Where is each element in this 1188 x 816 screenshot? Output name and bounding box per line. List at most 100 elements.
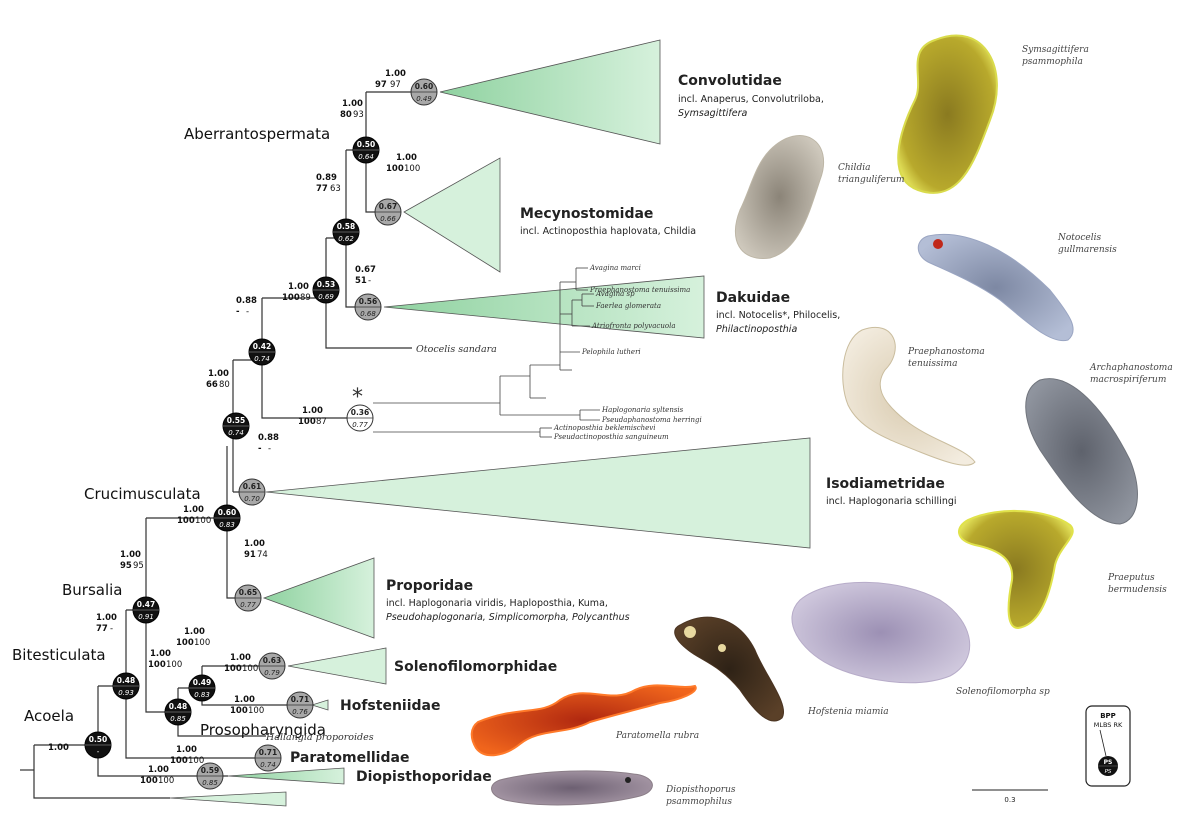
label-crucimusculata: Crucimusculata bbox=[84, 485, 201, 503]
sup-conv-2: 97 bbox=[375, 80, 387, 90]
triangle-isodiametridae bbox=[266, 438, 810, 548]
taxon-small-0: Avagina marci bbox=[589, 264, 641, 272]
sup-mecdak-2: 77 bbox=[316, 184, 328, 194]
caption-praeputus-2: bermudensis bbox=[1108, 585, 1167, 595]
node-iso-top: 0.61 bbox=[243, 482, 262, 491]
sup-six-1: 0.88 bbox=[236, 296, 257, 306]
sup-sol-2: 100 bbox=[224, 664, 242, 674]
sup-cruci-3: 100 bbox=[195, 516, 211, 526]
node-prop-bottom: 0.77 bbox=[240, 601, 256, 609]
taxon-small-5: Pelophila lutheri bbox=[581, 348, 641, 356]
node-solhof-bottom: 0.83 bbox=[194, 691, 210, 699]
node-bitesticulata: 0.48 0.93 bbox=[113, 673, 139, 699]
taxon-small-3: Faerlea glomerata bbox=[595, 302, 661, 310]
caption-praeph-2: tenuissima bbox=[908, 359, 957, 369]
caption-childia-1: Childia bbox=[838, 163, 870, 173]
node-proporidae: 0.65 0.77 bbox=[235, 585, 261, 611]
node-acoela-top: 0.50 bbox=[89, 735, 108, 744]
sup-proso-1: 1.00 bbox=[150, 649, 171, 659]
caption-symsagittifera-1: Symsagittifera bbox=[1022, 45, 1089, 55]
taxon-small-8: Actinoposthia beklemischevi bbox=[553, 424, 655, 432]
sup-dak-3: - bbox=[368, 276, 371, 286]
caption-diopisthoporus-1: Diopisthoporus bbox=[665, 785, 736, 795]
node-mecdak-bottom: 0.62 bbox=[338, 235, 354, 243]
node-mecy-dak: 0.58 0.62 bbox=[333, 219, 359, 245]
sup-hof-2: 100 bbox=[230, 706, 248, 716]
node-seven-bottom: 0.74 bbox=[228, 429, 244, 437]
sup-mecy-1: 1.00 bbox=[396, 153, 417, 163]
node-five-bottom: 0.69 bbox=[318, 293, 334, 301]
support-legend: BPP MLBS RK PS PS bbox=[1086, 706, 1130, 786]
node-prosopharyngida: 0.48 0.85 bbox=[165, 699, 191, 725]
photo-diopisthoporus bbox=[492, 771, 653, 805]
node-seven-top: 0.55 bbox=[227, 416, 246, 425]
sup-iso-3: - bbox=[268, 444, 271, 454]
caption-hofstenia: Hofstenia miamia bbox=[807, 707, 889, 717]
sup-bites-3: - bbox=[110, 624, 113, 634]
caption-praeputus-1: Praeputus bbox=[1107, 573, 1155, 583]
node-six: 0.42 0.74 bbox=[249, 339, 275, 365]
legend-top: PS bbox=[1104, 759, 1113, 766]
caption-notocelis-1: Notocelis bbox=[1057, 233, 1101, 243]
photo-childia bbox=[735, 136, 823, 259]
node-hof-top: 0.71 bbox=[291, 695, 310, 704]
sup-mecdak-3: 63 bbox=[330, 184, 341, 194]
legend-bottom: PS bbox=[1105, 769, 1112, 775]
sup-dak-2: 51 bbox=[355, 276, 367, 286]
node-cruci-bottom: 0.83 bbox=[219, 521, 235, 529]
family-hofsteniidae: Hofsteniidae bbox=[340, 698, 440, 714]
sup-prop-2: 91 bbox=[244, 550, 256, 560]
node-small-bottom: 0.77 bbox=[352, 421, 368, 429]
sup-solhof-1: 1.00 bbox=[184, 627, 205, 637]
sup-burs-3: 95 bbox=[133, 561, 144, 571]
sup-cruci-1: 1.00 bbox=[183, 505, 204, 515]
sup-bites-1: 1.00 bbox=[96, 613, 117, 623]
caption-archaph-1: Archaphanostoma bbox=[1089, 363, 1173, 373]
taxon-hallangia: Hallangia proporoides bbox=[265, 732, 374, 743]
family-mecynostomidae-incl: incl. Actinoposthia haplovata, Childia bbox=[520, 226, 696, 237]
tree-branches bbox=[20, 92, 600, 798]
sup-seven-2: 66 bbox=[206, 380, 218, 390]
sup-six-2: - bbox=[236, 307, 240, 317]
node-burs-bottom: 0.91 bbox=[138, 613, 154, 621]
family-solenofilomorphidae: Solenofilomorphidae bbox=[394, 659, 557, 675]
node-proso-bottom: 0.85 bbox=[170, 715, 186, 723]
taxon-small-7: Pseudaphanostoma herringi bbox=[601, 416, 702, 424]
caption-childia-2: trianguliferum bbox=[838, 175, 905, 185]
family-dakuidae: Dakuidae bbox=[716, 290, 790, 306]
node-convolutidae: 0.60 0.49 bbox=[411, 79, 437, 105]
family-convolutidae-incl: incl. Anaperus, Convolutriloba, bbox=[678, 94, 824, 105]
sup-small-1: 1.00 bbox=[302, 406, 323, 416]
sup-five-3: 89 bbox=[300, 293, 311, 303]
node-sol-bottom: 0.79 bbox=[264, 669, 280, 677]
node-six-bottom: 0.74 bbox=[254, 355, 270, 363]
node-iso-bottom: 0.70 bbox=[244, 495, 260, 503]
photo-solenofilomorpha bbox=[792, 582, 970, 682]
sup-solhof-2: 100 bbox=[176, 638, 194, 648]
family-diopisthoporidae: Diopisthoporidae bbox=[356, 769, 492, 785]
node-prop-top: 0.65 bbox=[239, 588, 258, 597]
triangle-convolutidae bbox=[440, 40, 660, 144]
sup-iso-1: 0.88 bbox=[258, 433, 279, 443]
node-bursalia: 0.47 0.91 bbox=[133, 597, 159, 623]
sup-conv-1: 1.00 bbox=[385, 69, 406, 79]
sup-sol-3: 100 bbox=[242, 664, 258, 674]
taxon-small-4: Atriofronta polyvacuola bbox=[591, 322, 676, 330]
sup-proso-2: 100 bbox=[148, 660, 166, 670]
node-diop-bottom: 0.85 bbox=[202, 779, 218, 787]
sup-para-3: 100 bbox=[188, 756, 204, 766]
node-conv-top: 0.60 bbox=[415, 82, 434, 91]
sup-iso-2: - bbox=[258, 444, 262, 454]
photo-praeputus bbox=[959, 511, 1073, 628]
node-aberrantospermata: 0.50 0.64 bbox=[353, 137, 379, 163]
node-paratomellidae: 0.71 0.74 bbox=[255, 745, 281, 771]
sup-dak-1: 0.67 bbox=[355, 265, 376, 275]
sup-small-3: 87 bbox=[316, 417, 327, 427]
sup-solhof-3: 100 bbox=[194, 638, 210, 648]
sup-six-3: - bbox=[246, 307, 249, 317]
label-bitesticulata: Bitesticulata bbox=[12, 646, 106, 664]
triangle-mecynostomidae bbox=[404, 158, 500, 272]
photo-symsagittifera bbox=[898, 35, 997, 192]
sup-conv-3: 97 bbox=[390, 80, 401, 90]
